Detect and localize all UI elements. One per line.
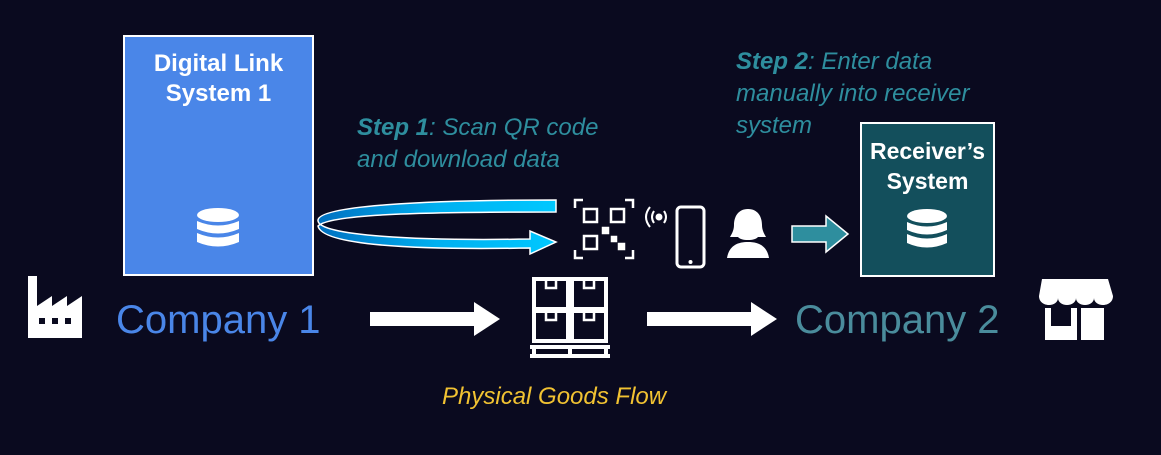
step-2-line3: system bbox=[736, 112, 813, 139]
enter-data-arrow bbox=[791, 214, 850, 254]
system-1-title: Digital Link System 1 bbox=[125, 49, 312, 109]
receiver-title-line1: Receiver’s bbox=[869, 138, 986, 164]
wireless-signal-icon bbox=[645, 206, 667, 228]
physical-goods-flow-label: Physical Goods Flow bbox=[442, 383, 667, 410]
goods-flow-arrow-2 bbox=[647, 302, 777, 336]
receiver-system-title: Receiver’s System bbox=[862, 136, 993, 196]
scan-download-arrow bbox=[317, 199, 558, 256]
step-2-line1: : Enter data bbox=[808, 48, 933, 75]
step-2-label: Step 2 bbox=[736, 48, 809, 75]
qr-code-icon bbox=[573, 198, 635, 260]
company-1-label: Company 1 bbox=[116, 298, 321, 342]
receiver-database-icon bbox=[907, 209, 947, 248]
factory-icon bbox=[28, 276, 82, 338]
step-1-line2: and download data bbox=[357, 146, 560, 173]
person-icon bbox=[727, 209, 769, 258]
step-1-line1: : Scan QR code bbox=[429, 114, 599, 141]
step-2-text: Step 2: Enter data manually into receive… bbox=[736, 46, 969, 142]
receiver-system-box: Receiver’s System bbox=[860, 122, 995, 277]
step-1-text: Step 1: Scan QR code and download data bbox=[357, 112, 598, 176]
system-1-title-line1: Digital Link bbox=[153, 50, 284, 77]
pallet-boxes-icon bbox=[530, 277, 610, 358]
step-1-label: Step 1 bbox=[357, 114, 430, 141]
system-1-title-line2: System 1 bbox=[165, 80, 272, 107]
step-2-line2: manually into receiver bbox=[736, 80, 970, 107]
store-icon bbox=[1039, 279, 1113, 340]
goods-flow-arrow-1 bbox=[370, 302, 500, 336]
database-icon bbox=[197, 208, 239, 247]
company-2-label: Company 2 bbox=[795, 298, 1000, 342]
smartphone-icon bbox=[675, 205, 706, 269]
digital-link-system-1-box: Digital Link System 1 bbox=[123, 35, 314, 276]
receiver-title-line2: System bbox=[886, 168, 969, 194]
